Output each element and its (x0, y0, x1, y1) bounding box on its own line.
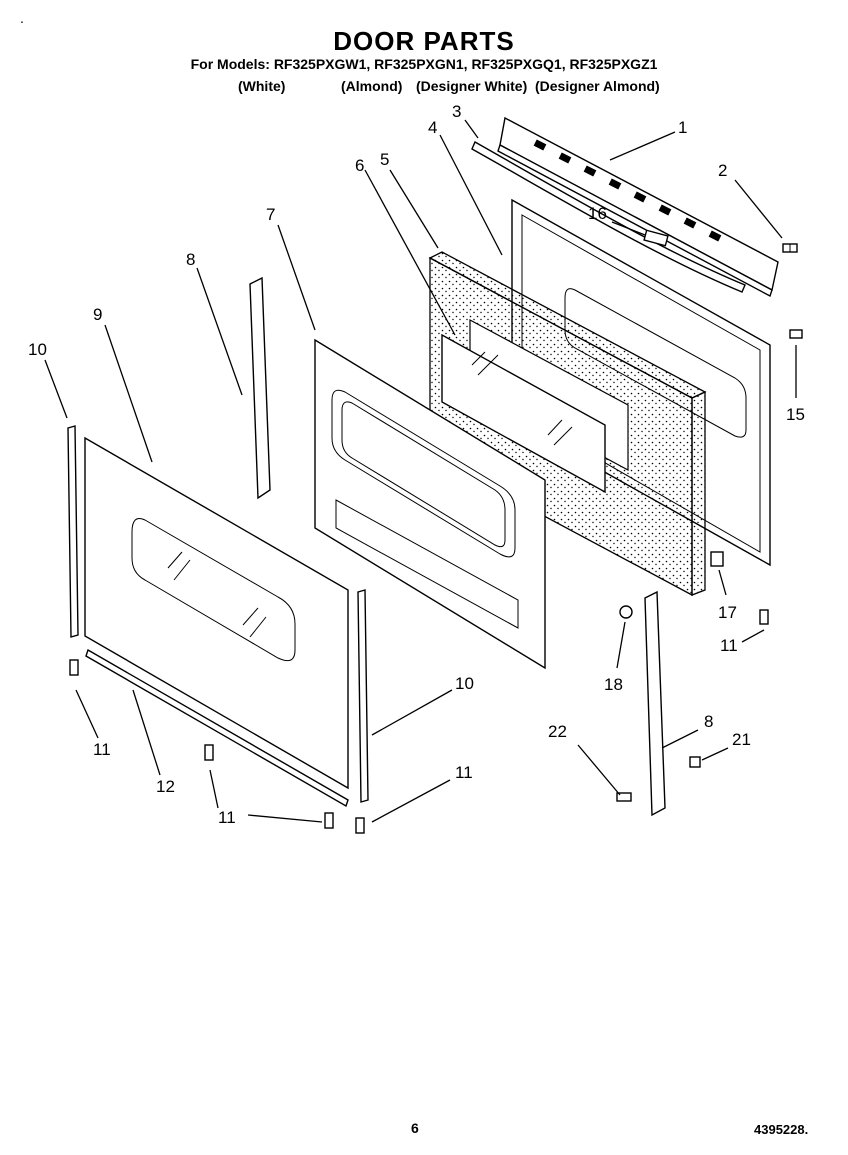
top-vent-trim (497, 116, 779, 298)
top-hinge-strip (471, 141, 746, 293)
leader-17 (718, 569, 727, 596)
door-liner (314, 338, 546, 670)
leader-7 (277, 224, 316, 331)
callout-11-bottom: 11 (218, 808, 236, 827)
callout-21: 21 (732, 730, 751, 749)
leader-16 (611, 221, 646, 236)
callout-10-left: 10 (28, 340, 47, 359)
corner-mark: . (20, 10, 24, 26)
callout-8-left: 8 (186, 250, 195, 269)
page-title: DOOR PARTS (333, 26, 515, 56)
callout-15: 15 (786, 405, 805, 424)
callout-3: 3 (452, 102, 461, 121)
screw-15 (789, 329, 803, 339)
callout-11-btm-right: 11 (455, 763, 473, 782)
side-trim-right (357, 589, 369, 803)
leader-21 (701, 747, 729, 761)
callout-9: 9 (93, 305, 102, 324)
screw-11-right (759, 609, 769, 625)
window-glass (441, 333, 606, 494)
screw-11-a (69, 659, 79, 676)
screw-11-d (355, 817, 365, 834)
screw-22 (616, 792, 632, 802)
callout-6: 6 (355, 156, 364, 175)
leader-3 (464, 119, 479, 139)
callout-10-right: 10 (455, 674, 474, 693)
screw-2 (782, 243, 798, 253)
callout-12: 12 (156, 777, 175, 796)
callout-16: 16 (588, 204, 607, 223)
callout-8-right: 8 (704, 712, 713, 731)
leader-6 (364, 169, 456, 336)
page-number: 6 (411, 1120, 419, 1136)
leader-10-left (44, 359, 68, 419)
screw-11-c (324, 812, 334, 829)
callout-7: 7 (266, 205, 275, 224)
leader-4 (439, 134, 503, 256)
leader-12 (132, 689, 161, 776)
leader-11-bottom (247, 814, 323, 823)
leader-5 (389, 169, 439, 249)
leader-2 (734, 179, 783, 239)
leader-22 (577, 744, 621, 796)
leader-1 (609, 131, 676, 161)
leader-10-right (371, 689, 453, 736)
leader-8-right (661, 729, 699, 749)
callout-22: 22 (548, 722, 567, 741)
callout-2: 2 (718, 161, 727, 180)
leader-18 (616, 621, 626, 669)
screw-11-b (204, 744, 214, 761)
model-list: For Models: RF325PXGW1, RF325PXGN1, RF32… (190, 56, 658, 72)
clip-21 (689, 756, 701, 768)
variant-almond: (Almond) (341, 78, 403, 94)
side-trim-left (67, 425, 79, 638)
variant-designer-white: (Designer White) (416, 78, 528, 94)
callout-17: 17 (718, 603, 737, 622)
callout-11-left: 11 (93, 740, 111, 759)
hinge-bracket-left (249, 276, 271, 500)
leader-11-right (741, 629, 765, 643)
document-number: 4395228. (754, 1122, 809, 1137)
leader-8-left (196, 267, 243, 396)
vent-badge (643, 229, 669, 247)
leader-11-mid (209, 769, 219, 809)
clip-17 (710, 551, 724, 567)
callout-18: 18 (604, 675, 623, 694)
variant-designer-almond: (Designer Almond) (535, 78, 660, 94)
callout-4: 4 (428, 118, 437, 137)
outer-door-glass (84, 436, 349, 790)
callout-5: 5 (380, 150, 389, 169)
callout-11-right: 11 (720, 636, 738, 655)
leader-11-left (75, 689, 99, 739)
bottom-trim (85, 648, 349, 808)
leader-9 (104, 324, 153, 463)
leader-11-btm-right (371, 779, 451, 823)
variant-white: (White) (238, 78, 286, 94)
screw-18 (619, 605, 633, 619)
callout-1: 1 (678, 118, 687, 137)
hinge-bracket-right (644, 590, 666, 817)
